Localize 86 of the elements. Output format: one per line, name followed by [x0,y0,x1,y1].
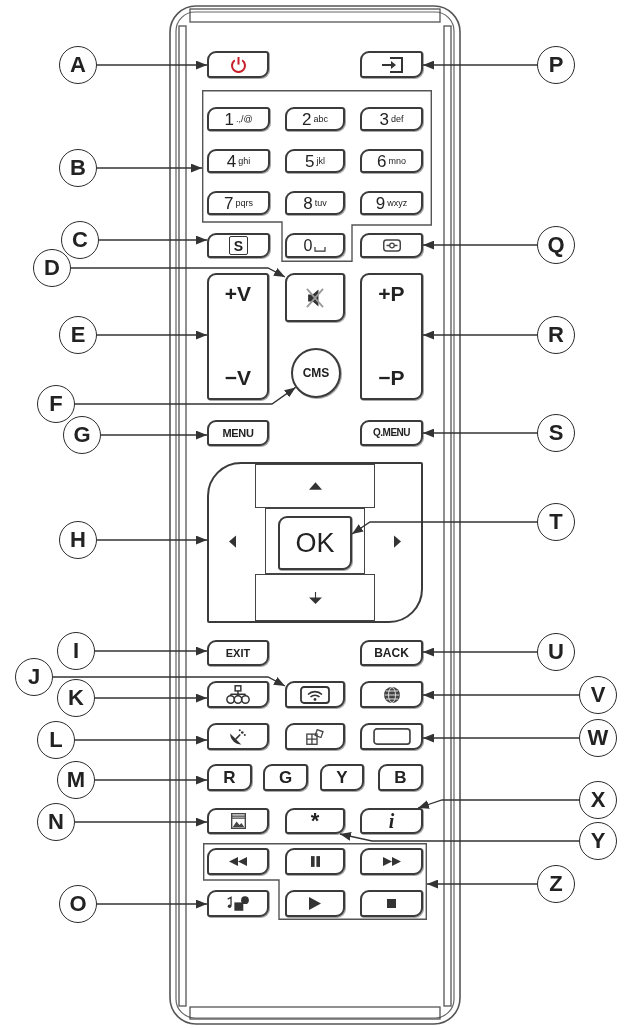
leader-line [96,60,208,70]
callout-letter: E [59,316,97,354]
menu-key: MENU [207,420,269,446]
leader-line [422,428,538,438]
rocker-label: −V [224,367,252,388]
leader-line [422,60,538,70]
function-key: Y [320,764,364,791]
callout-letter: X [579,781,617,819]
callout-letter: C [61,221,99,259]
leader-line [96,535,208,545]
back-key: BACK [360,640,423,666]
leader-line [100,430,208,440]
leader-line [70,267,286,278]
callout-letter: H [59,521,97,559]
callout-letter: B [59,149,97,187]
callout-letter: P [537,46,575,84]
callout-letter: Y [579,822,617,860]
keypad-outline [202,90,432,262]
callout-letter: D [33,249,71,287]
rocker-label: +V [224,283,252,304]
leader-line [422,733,580,743]
callout-letter: V [579,676,617,714]
screen-key [360,233,423,258]
leader-line [339,832,580,842]
callout-letter: J [15,658,53,696]
callout-letter: T [537,503,575,541]
function-key: R [207,764,252,791]
leader-line [351,521,538,535]
leader-line [422,690,580,700]
power-key [207,51,269,78]
source-key [360,51,423,78]
leader-line [94,646,208,656]
callout-letter: F [37,385,75,423]
callout-letter: A [59,46,97,84]
blank-key [360,723,423,750]
leader-line [94,693,208,703]
volume-rocker [207,273,269,400]
picture-key [207,808,269,834]
leader-line [98,235,208,245]
leader-line [422,647,538,657]
callout-letter: L [37,721,75,759]
callout-letter: N [37,803,75,841]
callout-letter: Z [537,865,575,903]
leader-line [74,817,208,827]
leader-line [94,775,208,785]
function-key: G [263,764,308,791]
subtitle-key: S [207,233,270,258]
callout-letter: U [537,633,575,671]
leader-line [422,240,538,250]
ok-key: OK [278,516,352,570]
callout-letter: G [63,416,101,454]
callout-letter: W [579,719,617,757]
leader-line [74,735,208,745]
callout-letter: K [57,679,95,717]
quick-menu-key: Q.MENU [360,420,423,446]
rocker-label: −P [378,367,405,388]
cms-key: CMS [291,348,341,398]
star-key: * [285,808,345,834]
leader-line [96,163,203,173]
navigation-pad [207,462,423,623]
info-key: i [360,808,423,834]
leader-line [422,330,538,340]
media-keys-outline [203,843,427,920]
number-key: 0 [285,233,345,258]
callout-letter: R [537,316,575,354]
leader-line [96,330,208,340]
satellite-key [207,723,269,750]
callout-letter: Q [537,226,575,264]
callout-letter: M [57,761,95,799]
function-key: B [378,764,423,791]
leader-line [96,899,208,909]
internet-key [360,681,423,708]
media-key [207,890,269,917]
leader-line [417,799,580,809]
network-key [207,681,269,708]
mute-key [285,273,345,322]
leader-line [52,676,286,687]
exit-key: EXIT [207,640,269,666]
rocker-label: +P [378,283,405,304]
callout-letter: O [59,885,97,923]
program-rocker [360,273,423,400]
leader-line [74,386,297,405]
callout-letter: S [537,414,575,452]
callout-letter: I [57,632,95,670]
leader-line [426,879,538,889]
wireless-key [285,681,345,708]
